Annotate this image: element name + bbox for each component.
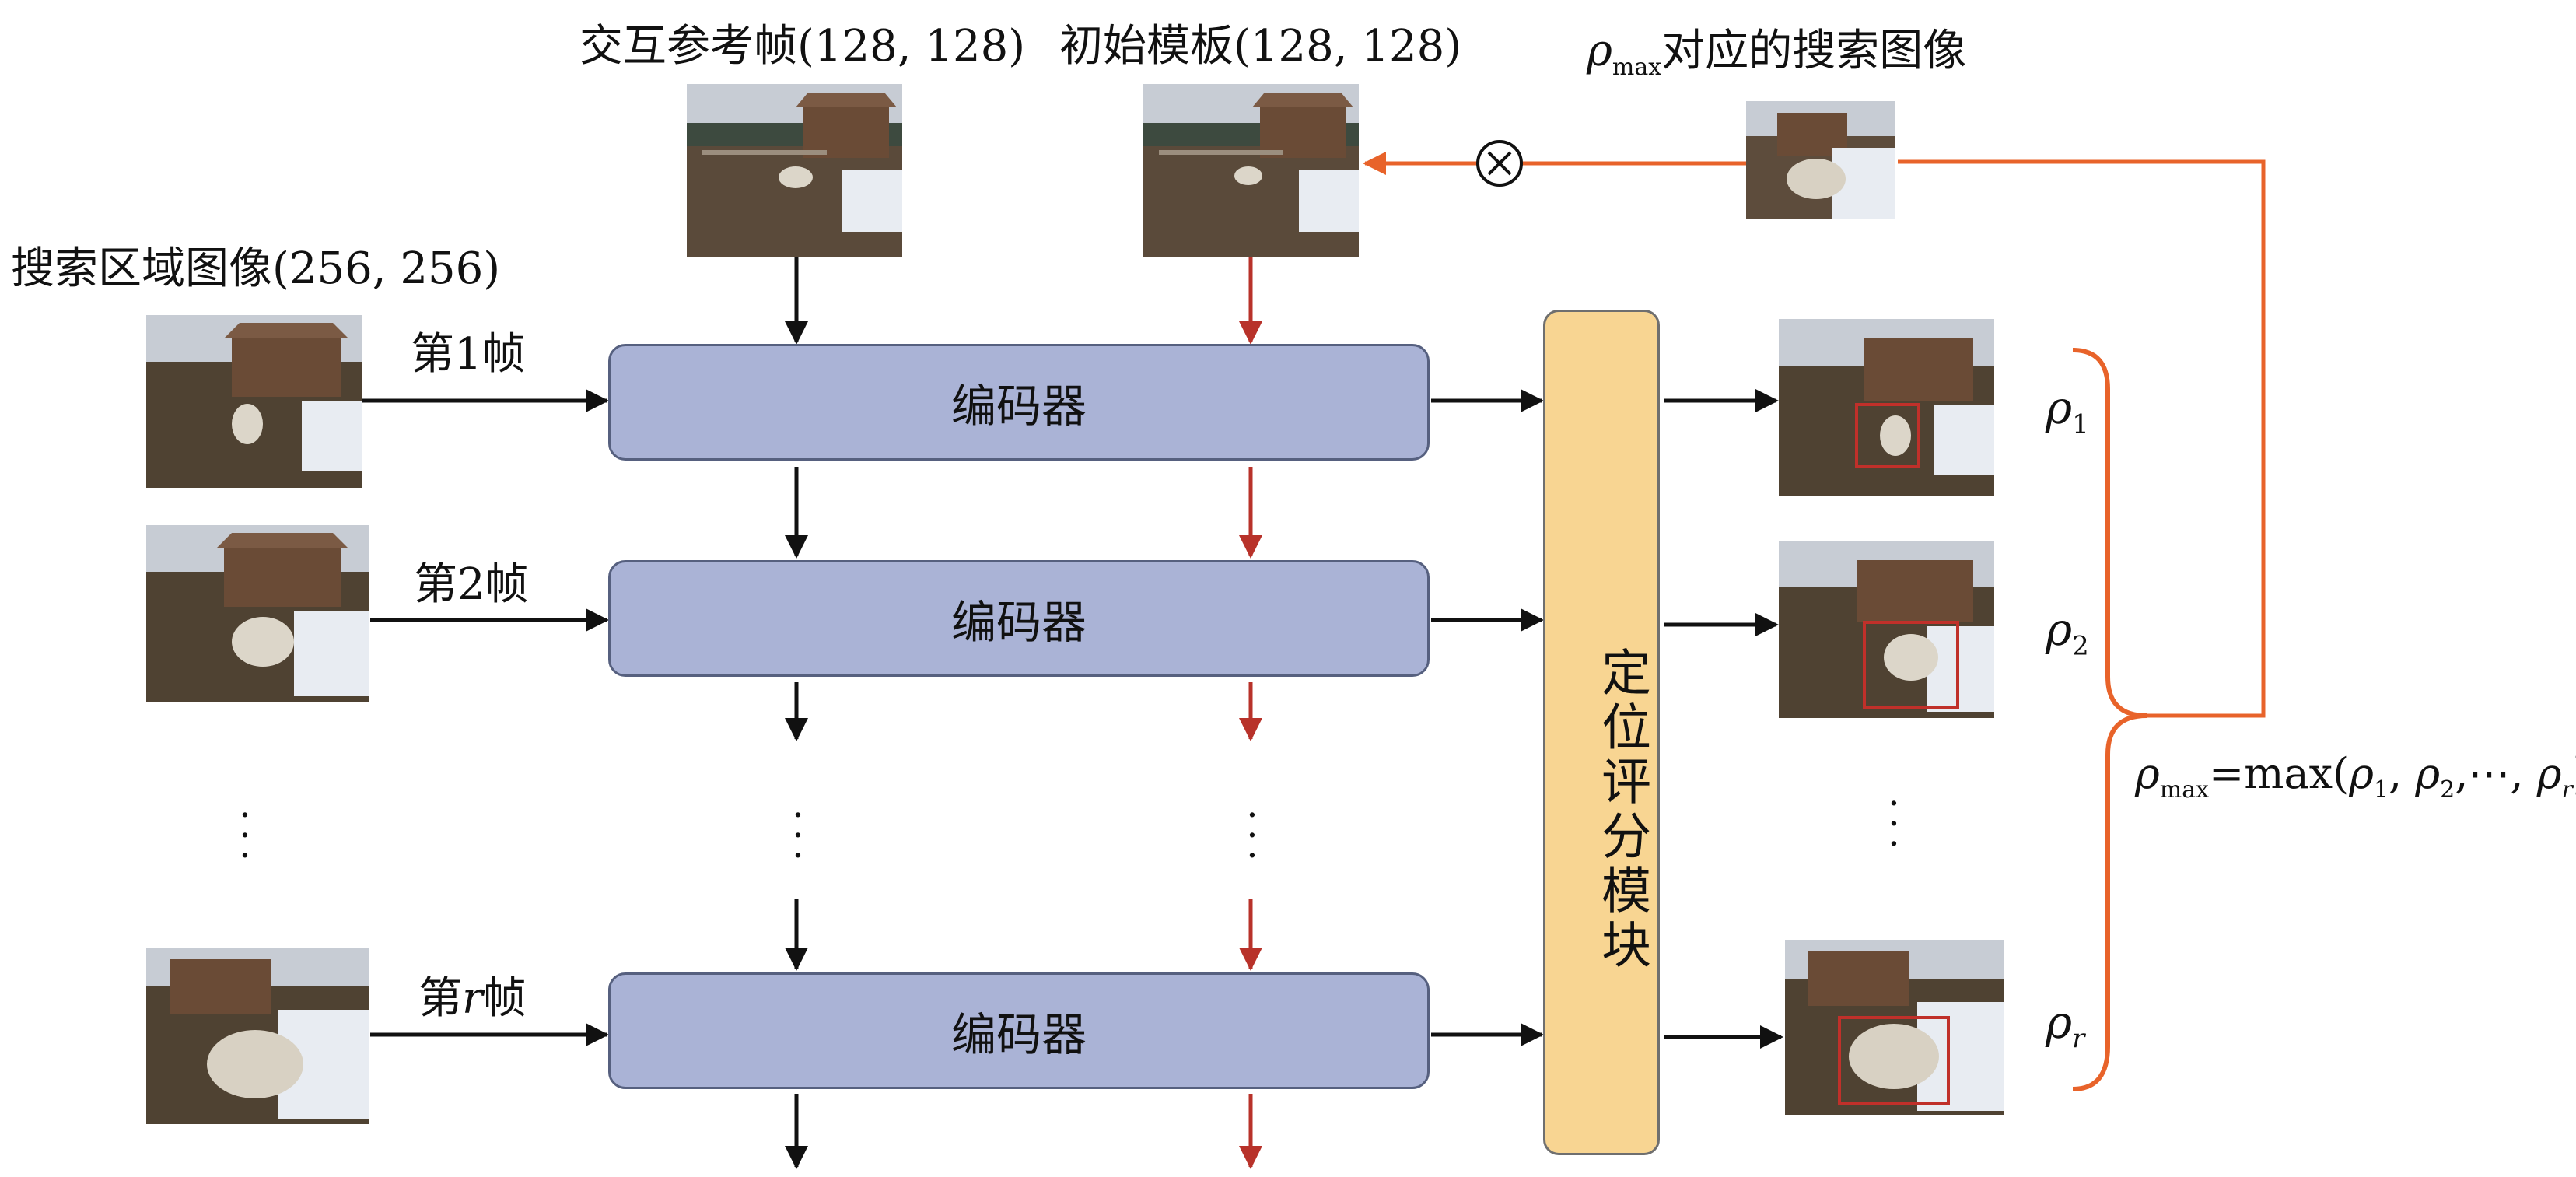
score-rho-2: ρ2 [2046, 603, 2089, 662]
feedback-path [1898, 159, 2266, 718]
search-image-frame-1 [146, 315, 362, 488]
localization-scoring-module: 定位评分模块 [1543, 310, 1660, 1155]
interactive-ref-image [687, 84, 902, 257]
output-image-r [1785, 940, 2004, 1115]
search-image-frame-r [146, 948, 369, 1124]
ellipsis-ref: ··· [792, 793, 804, 877]
initial-template-label: 初始模板(128, 128) [1059, 21, 1462, 72]
rho-max-search-label: ρmax对应的搜索图像 [1587, 26, 1967, 82]
frame-1-label: 第1帧 [411, 329, 526, 380]
initial-template-image [1143, 84, 1359, 257]
encoder-1: 编码器 [608, 344, 1430, 461]
encoder-2: 编码器 [608, 560, 1430, 677]
output-box-1 [1855, 403, 1920, 468]
scoring-module-label: 定位评分模块 [1593, 646, 1650, 973]
output-box-r [1838, 1016, 1950, 1105]
score-rho-1: ρ1 [2046, 381, 2089, 440]
frame-2-label: 第2帧 [414, 559, 529, 610]
output-box-2 [1863, 621, 1959, 709]
output-image-1 [1779, 319, 1994, 496]
output-image-2 [1779, 541, 1994, 718]
search-image-frame-2 [146, 525, 369, 702]
ellipsis-template: ··· [1246, 793, 1258, 877]
ellipsis-output: ··· [1888, 782, 1900, 866]
search-region-label: 搜索区域图像(256, 256) [11, 243, 501, 294]
ellipsis-search: ··· [239, 793, 251, 877]
rho-max-formula: ρmax=max(ρ1, ρ2,⋯, ρr) [2135, 749, 2576, 804]
frame-r-label: 第r帧 [418, 973, 527, 1024]
rho-max-search-image [1746, 101, 1895, 219]
score-rho-r: ρr [2046, 996, 2085, 1055]
score-brace [2072, 348, 2147, 1091]
encoder-r: 编码器 [608, 972, 1430, 1089]
interactive-ref-label: 交互参考帧(128, 128) [579, 21, 1026, 72]
multiply-cross-b [1487, 151, 1512, 176]
